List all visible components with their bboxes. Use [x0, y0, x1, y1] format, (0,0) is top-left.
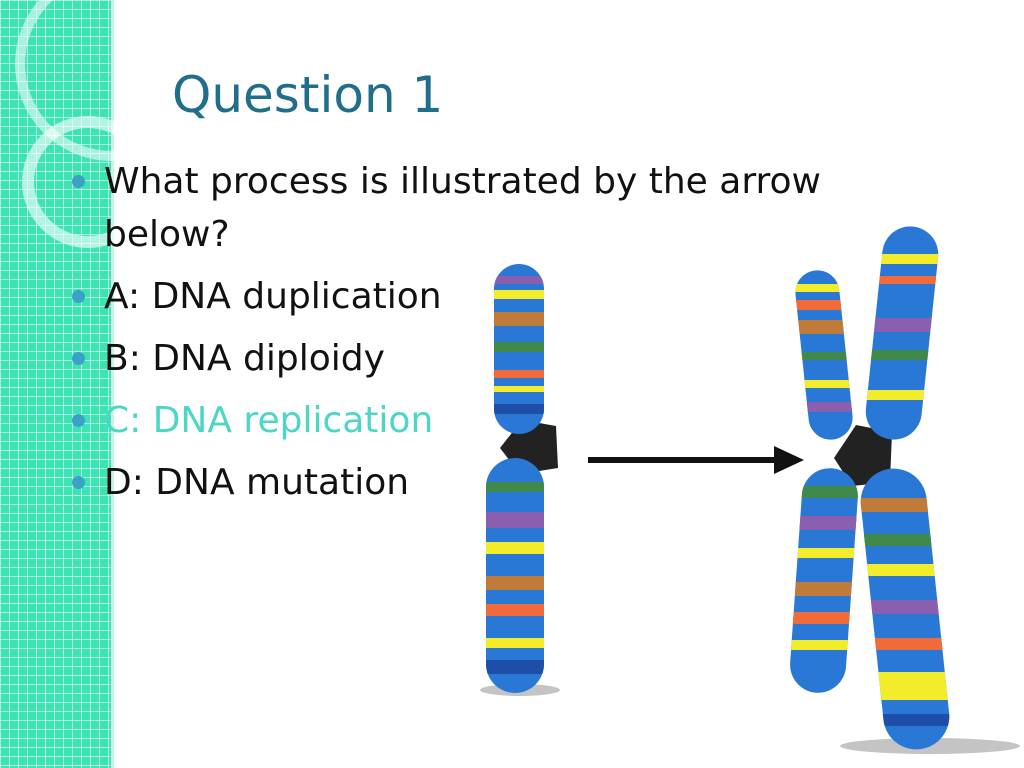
option-d: D: DNA mutation	[72, 456, 872, 509]
bullet-icon	[72, 476, 85, 489]
bullet-icon	[72, 175, 85, 188]
bullet-icon	[72, 352, 85, 365]
option-b-text: B: DNA diploidy	[104, 338, 385, 379]
question-text: What process is illustrated by the arrow…	[104, 161, 821, 255]
answer-list: What process is illustrated by the arrow…	[72, 155, 872, 518]
duplicated-chromosome-image	[788, 223, 953, 753]
option-b: B: DNA diploidy	[72, 332, 872, 385]
option-c: C: DNA replication	[72, 394, 872, 447]
option-a-text: A: DNA duplication	[104, 276, 442, 317]
side-band-edge	[111, 0, 114, 768]
slide-title: Question 1	[172, 66, 444, 124]
bullet-icon	[72, 414, 85, 427]
option-c-text: C: DNA replication	[104, 400, 434, 441]
single-chromosome-image	[486, 264, 558, 693]
decorative-rings	[15, 0, 200, 248]
bullet-icon	[72, 290, 85, 303]
option-a: A: DNA duplication	[72, 270, 872, 323]
option-d-text: D: DNA mutation	[104, 462, 410, 503]
right-arrow-icon	[588, 446, 804, 474]
chromosome-figure	[480, 223, 1020, 754]
question-bullet: What process is illustrated by the arrow…	[72, 155, 872, 261]
